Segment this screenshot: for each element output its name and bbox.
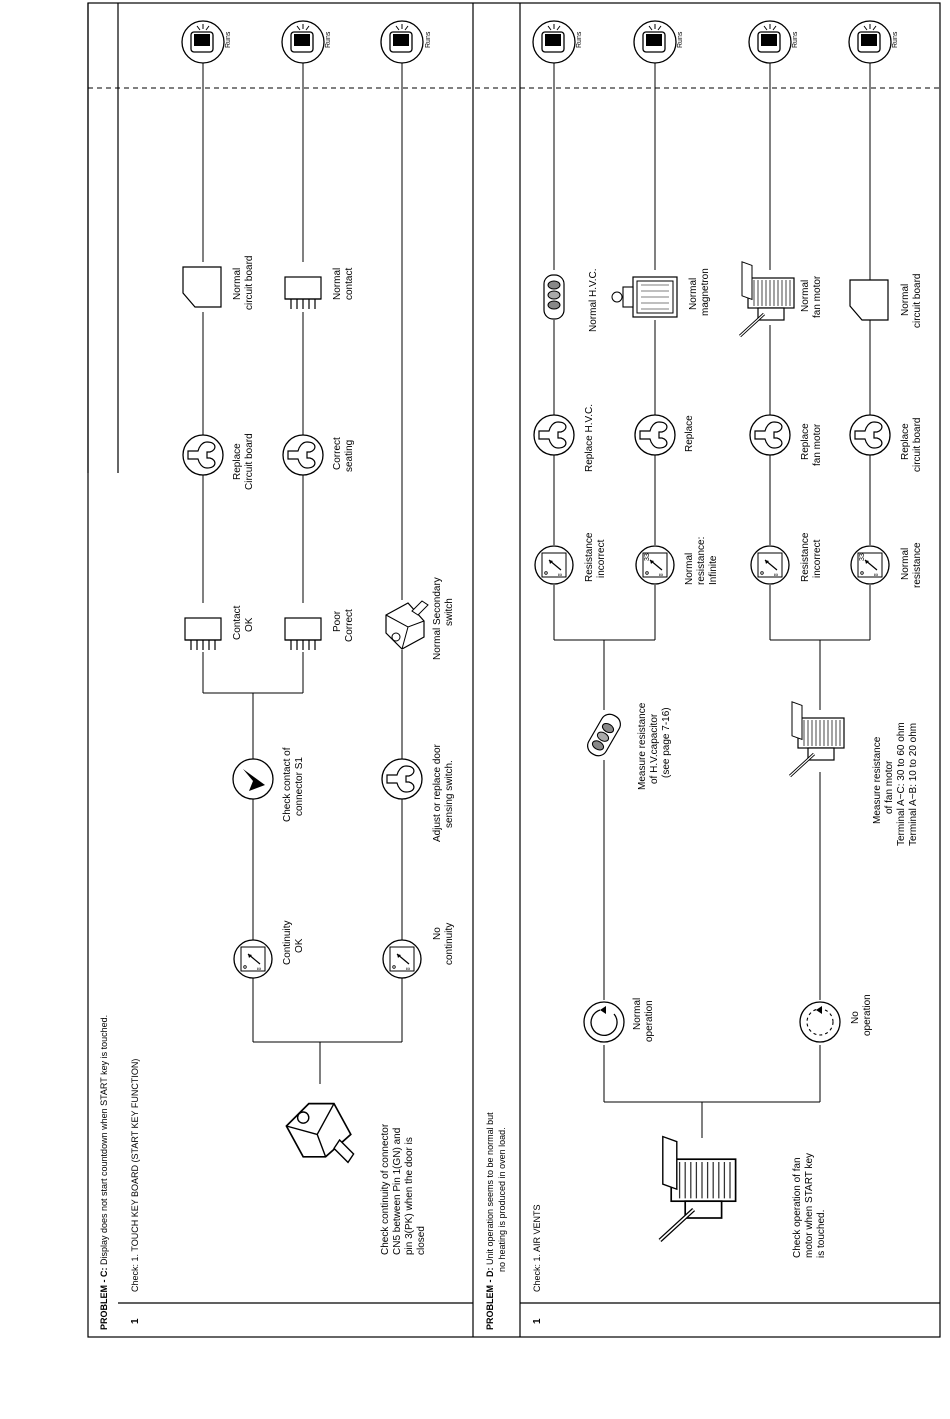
normal-fan-label: Normalfan motor <box>800 275 823 318</box>
runs-icon <box>380 20 424 64</box>
poor-correct-label: PoorCorrect <box>332 609 355 642</box>
resistance-incorrect-label: Resistanceincorrect <box>584 532 607 582</box>
runs-label: Runs <box>425 31 432 48</box>
measure-hvc-label: Measure resistanceof H.V.capacitor(see p… <box>637 702 672 790</box>
runs-label: Runs <box>792 31 799 48</box>
replace-board-label: ReplaceCircuit board <box>232 433 255 490</box>
problem-c-connectors <box>202 63 403 1084</box>
problem-d-title: PROBLEM - D: Unit operation seems to be … <box>485 1112 495 1330</box>
svg-text:33: 33 <box>859 553 866 561</box>
connector-normal-image <box>284 276 322 310</box>
normal-operation-icon <box>583 1001 625 1043</box>
contact-ok-label: ContactOK <box>232 605 255 640</box>
replace-hvc-wrench-icon <box>533 414 575 456</box>
replace-hvc-label: Replace H.V.C. <box>584 404 595 472</box>
problem-d-connectors <box>553 63 871 1138</box>
replace-label: Replace <box>684 415 695 452</box>
connector-contact-ok-image <box>184 617 222 651</box>
normal-board-label: Normalcircuit board <box>232 256 255 310</box>
no-continuity-meter-icon <box>382 939 422 979</box>
no-operation-label: Nooperation <box>850 994 873 1036</box>
runs-label: Runs <box>325 31 332 48</box>
connector-poor-image <box>284 617 322 651</box>
check-contact-label: Check contact ofconnector S1 <box>282 747 305 822</box>
door-switch-image <box>285 1102 355 1164</box>
normal-operation-label: Normaloperation <box>632 998 655 1042</box>
outer-frame <box>87 2 941 1338</box>
replace-magnetron-wrench-icon <box>634 414 676 456</box>
fan-motor-image <box>738 260 796 338</box>
svg-text:33: 33 <box>644 553 651 561</box>
check-icon <box>232 758 274 800</box>
problem-c-step-number: 1 <box>130 1318 141 1324</box>
normal-magnetron-label: Normalmagnetron <box>688 268 711 316</box>
magnetron-image <box>611 276 678 318</box>
continuity-ok-meter-icon <box>233 939 273 979</box>
runs-icon <box>532 20 576 64</box>
runs-label: Runs <box>892 31 899 48</box>
hv-capacitor-image <box>583 710 625 760</box>
fan-motor-image <box>660 1137 736 1241</box>
fan-motor-image <box>788 700 846 778</box>
normal-resistance-label: Normalresistance <box>900 542 923 588</box>
no-continuity-label: Nocontinuity <box>432 923 455 965</box>
runs-label: Runs <box>576 31 583 48</box>
runs-icon <box>281 20 325 64</box>
resistance-incorrect-meter-icon <box>750 545 790 585</box>
problem-c-title: PROBLEM - C: Display does not start coun… <box>99 1015 109 1330</box>
normal-resistance-infinite-label: Normalresistance:Infinite <box>684 537 719 585</box>
adjust-wrench-icon <box>381 758 423 800</box>
circuit-board-image <box>182 266 222 308</box>
problem-c-check-label: Check: 1. TOUCH KEY BOARD (START KEY FUN… <box>130 1059 140 1292</box>
normal-hvc-label: Normal H.V.C. <box>588 268 599 332</box>
resistance-incorrect-meter-icon <box>534 545 574 585</box>
replace-board-label: Replacecircuit board <box>900 418 923 472</box>
correct-seating-wrench-icon <box>282 434 324 476</box>
hv-capacitor-image <box>543 274 565 320</box>
runs-icon <box>848 20 892 64</box>
problem-d-check-label: Check: 1. AIR VENTS <box>532 1204 542 1292</box>
replace-board-wrench-icon <box>182 434 224 476</box>
runs-label: Runs <box>677 31 684 48</box>
secondary-switch-image <box>385 600 429 650</box>
continuity-ok-label: ContinuityOK <box>282 921 305 965</box>
problem-d-start-text: Check operation of fanmotor when START k… <box>792 1153 827 1258</box>
resistance-incorrect-label: Resistanceincorrect <box>800 532 823 582</box>
no-operation-icon <box>799 1001 841 1043</box>
measure-fan-label: Measure resistanceof fan motorTerminal A… <box>872 722 919 846</box>
adjust-switch-label: Adjust or replace doorsensing switch. <box>432 743 455 842</box>
runs-icon <box>748 20 792 64</box>
circuit-board-image <box>849 279 889 321</box>
problem-c-start-text: Check continuity of connectorCN5 between… <box>380 1123 427 1255</box>
normal-contact-label: Normalcontact <box>332 268 355 300</box>
runs-icon <box>181 20 225 64</box>
correct-seating-label: Correctseating <box>332 437 355 472</box>
runs-icon <box>633 20 677 64</box>
replace-board-wrench-icon <box>849 414 891 456</box>
normal-secondary-label: Normal Secondaryswitch <box>432 577 455 660</box>
replace-fan-wrench-icon <box>749 414 791 456</box>
problem-d-title-line2: no heating is produced in oven load. <box>497 1127 507 1272</box>
normal-resistance-meter-icon: 33 <box>635 545 675 585</box>
problem-d-step-number: 1 <box>532 1318 543 1324</box>
normal-resistance-meter-icon: 33 <box>850 545 890 585</box>
replace-fan-label: Replacefan motor <box>800 423 823 466</box>
normal-board-label: Normalcircuit board <box>900 274 923 328</box>
runs-label: Runs <box>225 31 232 48</box>
